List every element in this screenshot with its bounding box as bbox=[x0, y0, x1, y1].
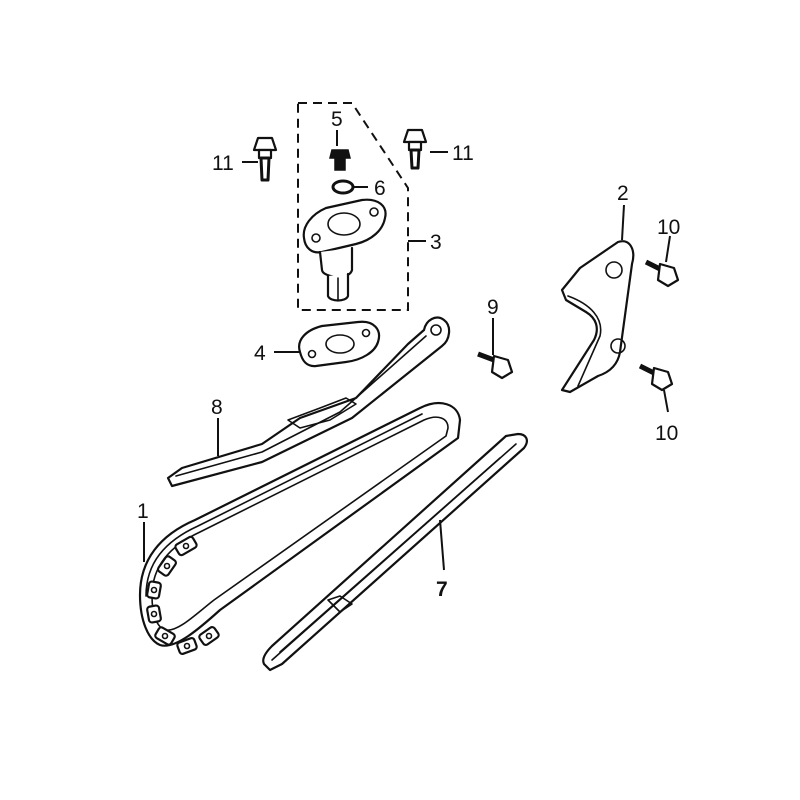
callout-1: 1 bbox=[137, 500, 149, 523]
flange-bore bbox=[327, 212, 361, 236]
part-11-bolt-right bbox=[402, 128, 428, 170]
flange-hole-left bbox=[311, 233, 321, 243]
tensioner-body bbox=[318, 246, 354, 278]
gasket-hole-right bbox=[361, 328, 371, 338]
part-2-guide-bracket bbox=[560, 240, 635, 394]
part-8-tensioner-guide bbox=[166, 316, 451, 488]
bolt-5-head bbox=[329, 149, 351, 159]
callout-3: 3 bbox=[430, 231, 442, 254]
bracket-curve bbox=[567, 295, 602, 387]
callout-7: 7 bbox=[436, 578, 448, 601]
gasket-bore bbox=[325, 334, 355, 354]
callout-6: 6 bbox=[374, 177, 386, 200]
gasket-hole-left bbox=[307, 349, 317, 359]
part-7-chain-guide bbox=[262, 432, 528, 672]
callout-10-lower: 10 bbox=[655, 422, 678, 445]
guide-8-rib bbox=[175, 335, 427, 477]
flange-hole-right bbox=[369, 207, 379, 217]
bolt-5-shank bbox=[334, 157, 346, 171]
part-1-cam-chain bbox=[138, 402, 462, 655]
callout-11-left: 11 bbox=[212, 152, 234, 175]
tensioner-flange bbox=[302, 198, 387, 254]
callout-5: 5 bbox=[331, 108, 343, 131]
part-4-gasket bbox=[298, 320, 381, 368]
bracket-hole-lower bbox=[610, 338, 626, 354]
guide-7-groove bbox=[279, 457, 501, 653]
callout-9: 9 bbox=[487, 296, 499, 319]
part-11-bolt-left bbox=[252, 136, 278, 182]
guide-8-pivot bbox=[430, 324, 442, 336]
callout-8: 8 bbox=[211, 396, 223, 419]
part-5-bolt bbox=[329, 149, 351, 171]
chain-links bbox=[146, 535, 220, 655]
chain-inner-track bbox=[145, 413, 423, 597]
guide-7-tab bbox=[327, 595, 353, 613]
leader-lines bbox=[143, 130, 671, 571]
tensioner-assembly-group bbox=[297, 102, 409, 311]
part-9-bolt bbox=[477, 351, 514, 380]
callout-10-upper: 10 bbox=[657, 216, 680, 239]
assembly-dashed-outline bbox=[297, 102, 409, 311]
part-10-bolt-upper bbox=[644, 259, 680, 288]
callout-4: 4 bbox=[254, 342, 266, 365]
guide-8-boss bbox=[287, 397, 357, 429]
part-10-bolt-lower bbox=[638, 363, 674, 392]
callout-2: 2 bbox=[617, 182, 629, 205]
bracket-hole-upper bbox=[605, 261, 623, 279]
part-6-washer bbox=[331, 179, 355, 195]
callout-11-right: 11 bbox=[452, 142, 474, 165]
